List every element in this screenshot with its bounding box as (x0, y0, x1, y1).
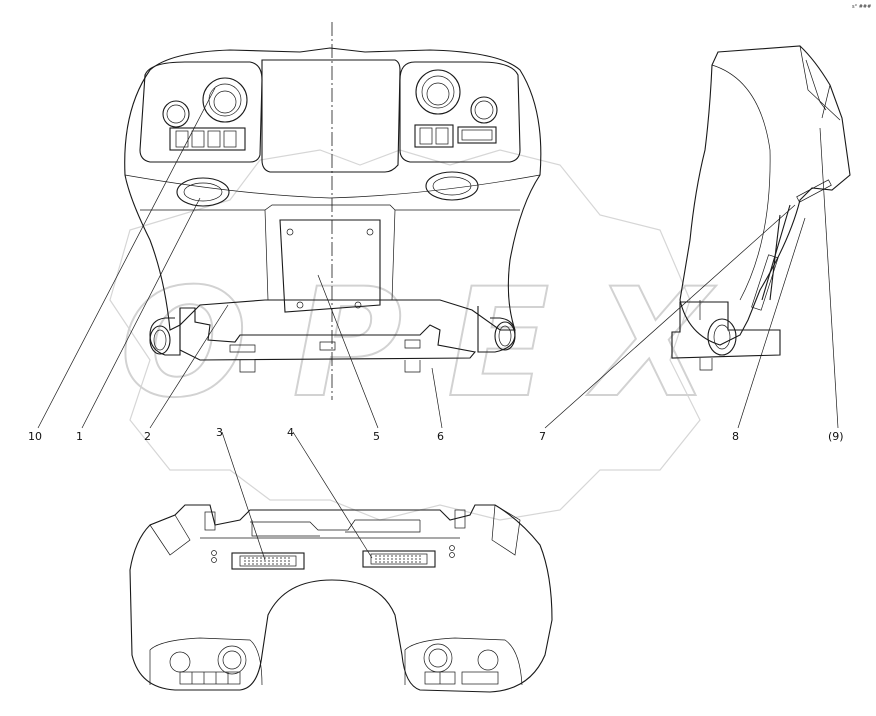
callout-3: 3 (216, 426, 223, 439)
dashboard-bottom-view (129, 504, 553, 693)
dashboard-side-view (671, 45, 851, 371)
side-gas-strut (751, 204, 791, 311)
callout-10: 10 (28, 430, 42, 443)
right-harness-connector (362, 550, 436, 568)
dashboard-front-view (124, 47, 542, 373)
callout-8: 8 (732, 430, 739, 443)
right-floor-vent (477, 306, 516, 353)
corner-code: s° ### (852, 4, 871, 10)
left-switch-bank (169, 127, 246, 151)
leader-lines (37, 87, 839, 561)
callout-4: 4 (287, 426, 294, 439)
left-floor-vent (149, 308, 181, 356)
callout-labels: 10 1 2 5 6 3 4 7 8 (9) (28, 426, 844, 443)
callout-9: (9) (828, 430, 844, 443)
lower-mount-bracket (179, 307, 477, 373)
right-switch-bank (414, 124, 497, 148)
callout-6: 6 (437, 430, 444, 443)
left-harness-connector (231, 552, 305, 570)
callout-1: 1 (76, 430, 83, 443)
callout-2: 2 (144, 430, 151, 443)
callout-7: 7 (539, 430, 546, 443)
callout-5: 5 (373, 430, 380, 443)
